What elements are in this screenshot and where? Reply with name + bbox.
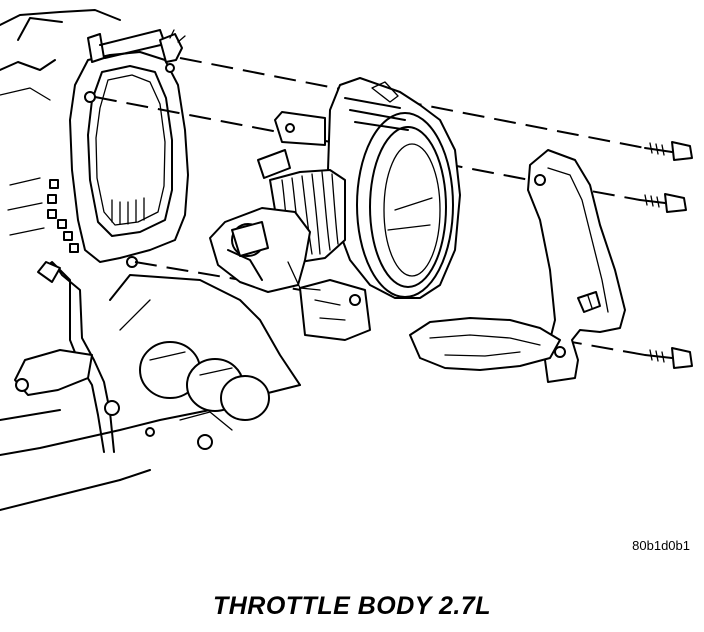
bolt-lower: [644, 347, 693, 369]
bolt-upper: [644, 141, 693, 161]
figure-title: THROTTLE BODY 2.7L: [212, 592, 491, 620]
throttle-body: [209, 77, 461, 341]
exploded-diagram: [0, 9, 693, 511]
figure-code: 80b1d0b1: [632, 538, 690, 553]
bolt-middle: [639, 193, 687, 213]
engine-intake-manifold: [0, 9, 301, 511]
support-bracket: [409, 149, 626, 383]
